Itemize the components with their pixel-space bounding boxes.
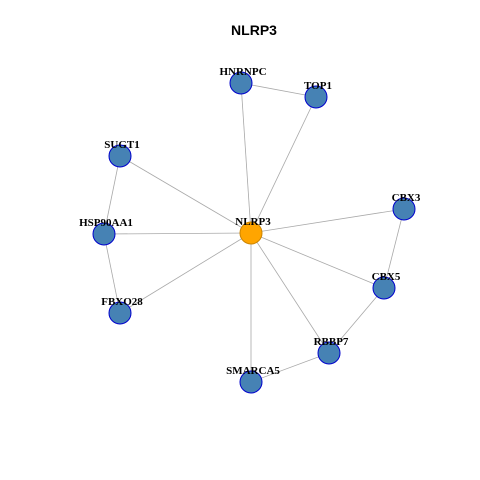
node-hsp90aa1 xyxy=(92,222,116,246)
node-layer xyxy=(92,71,416,394)
node-rbbp7 xyxy=(317,341,341,365)
node-label-nlrp3: NLRP3 xyxy=(235,216,271,228)
edge-nlrp3-top1 xyxy=(250,96,317,234)
node-label-cbx5: CBX5 xyxy=(372,271,401,283)
node-hnrnpc xyxy=(229,71,253,95)
node-cbx5 xyxy=(372,276,396,300)
node-label-rbbp7: RBBP7 xyxy=(314,336,349,348)
edge-nlrp3-rbbp7 xyxy=(250,232,330,354)
edge-nlrp3-hnrnpc xyxy=(240,82,252,234)
edge-nlrp3-hsp90aa1 xyxy=(103,232,252,235)
node-cbx3 xyxy=(392,197,416,221)
node-label-hnrnpc: HNRNPC xyxy=(219,66,266,78)
diagram-title: NLRP3 xyxy=(231,22,277,38)
node-label-smarca5: SMARCA5 xyxy=(226,365,280,377)
node-nlrp3 xyxy=(239,221,263,245)
node-label-fbxo28: FBXO28 xyxy=(101,296,143,308)
edge-nlrp3-fbxo28 xyxy=(119,232,252,314)
node-smarca5 xyxy=(239,370,263,394)
edge-sugt1-hsp90aa1 xyxy=(103,155,121,235)
node-top1 xyxy=(304,85,328,109)
edge-cbx3-cbx5 xyxy=(383,208,405,289)
node-label-cbx3: CBX3 xyxy=(392,192,421,204)
edge-nlrp3-sugt1 xyxy=(119,155,252,234)
edge-hsp90aa1-fbxo28 xyxy=(103,233,121,314)
node-sugt1 xyxy=(108,144,132,168)
edge-cbx5-rbbp7 xyxy=(328,287,385,354)
node-label-hsp90aa1: HSP90AA1 xyxy=(79,217,133,229)
node-label-top1: TOP1 xyxy=(304,80,332,92)
edge-hnrnpc-top1 xyxy=(240,82,317,98)
edge-nlrp3-cbx5 xyxy=(250,232,385,289)
edge-nlrp3-cbx3 xyxy=(250,208,405,234)
edge-rbbp7-smarca5 xyxy=(250,352,330,383)
node-fbxo28 xyxy=(108,301,132,325)
node-label-sugt1: SUGT1 xyxy=(104,139,139,151)
edge-layer xyxy=(103,82,405,383)
